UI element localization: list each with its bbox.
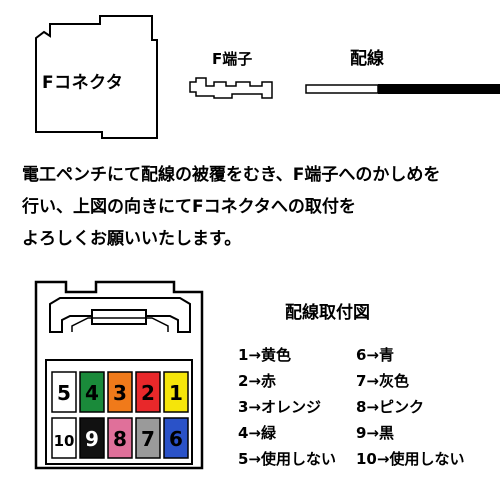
pin-cell [107, 417, 133, 459]
instruction-line-1: 電工ペンチにて配線の被覆をむき、F端子へのかしめを [22, 165, 441, 185]
pin-cell [79, 417, 105, 459]
legend-item: 5→使用しない [238, 450, 337, 468]
legend-item: 1→黄色 [238, 346, 292, 364]
latch-slot [91, 309, 147, 325]
legend-item: 2→赤 [238, 372, 277, 390]
pin-number: 8 [113, 427, 127, 451]
pin-4: 4 [79, 371, 105, 413]
pin-1: 1 [163, 371, 189, 413]
legend-item: 3→オレンジ [238, 398, 322, 416]
connector-label: Fコネクタ [42, 73, 124, 93]
pin-number: 5 [57, 381, 71, 405]
pin-number: 7 [141, 427, 155, 451]
pin-cell [51, 371, 77, 413]
legend-item: 6→青 [356, 346, 395, 364]
f-terminal-label: F端子 [212, 50, 253, 68]
f-connector-shape [35, 15, 158, 139]
legend-item: 8→ピンク [356, 398, 425, 416]
pin-3: 3 [107, 371, 133, 413]
f-terminal-shape [189, 77, 273, 99]
pin-10: 10 [51, 417, 77, 459]
legend-title: 配線取付図 [285, 303, 370, 323]
pin-cell [163, 417, 189, 459]
top-illustration [35, 15, 500, 139]
pin-5: 5 [51, 371, 77, 413]
wire-sheath [378, 84, 500, 94]
pin-2: 2 [135, 371, 161, 413]
pin-6: 6 [163, 417, 189, 459]
pin-cell [79, 371, 105, 413]
pin-number: 6 [169, 427, 183, 451]
pin-9: 9 [79, 417, 105, 459]
legend-item: 4→緑 [238, 424, 277, 442]
pin-cell [163, 371, 189, 413]
legend-item: 9→黒 [356, 424, 395, 442]
instruction-line-2: 行い、上図の向きにてFコネクタへの取付を [22, 197, 356, 217]
pin-cell [107, 371, 133, 413]
pin-number: 2 [141, 381, 155, 405]
pin-cell [135, 417, 161, 459]
pin-number: 3 [113, 381, 127, 405]
pin-number: 9 [85, 427, 99, 451]
pin-8: 8 [107, 417, 133, 459]
pin-cell [135, 371, 161, 413]
latch-inner [71, 317, 169, 332]
pin-7: 7 [135, 417, 161, 459]
pin-number: 10 [54, 432, 75, 450]
pin-number: 1 [169, 381, 183, 405]
pin-number: 4 [85, 381, 99, 405]
legend-item: 7→灰色 [356, 372, 410, 390]
wire-core [305, 84, 379, 94]
wire-label: 配線 [350, 49, 384, 69]
legend-item: 10→使用しない [356, 450, 465, 468]
instruction-line-3: よろしくお願いいたします。 [22, 229, 242, 249]
pin-cell [51, 417, 77, 459]
